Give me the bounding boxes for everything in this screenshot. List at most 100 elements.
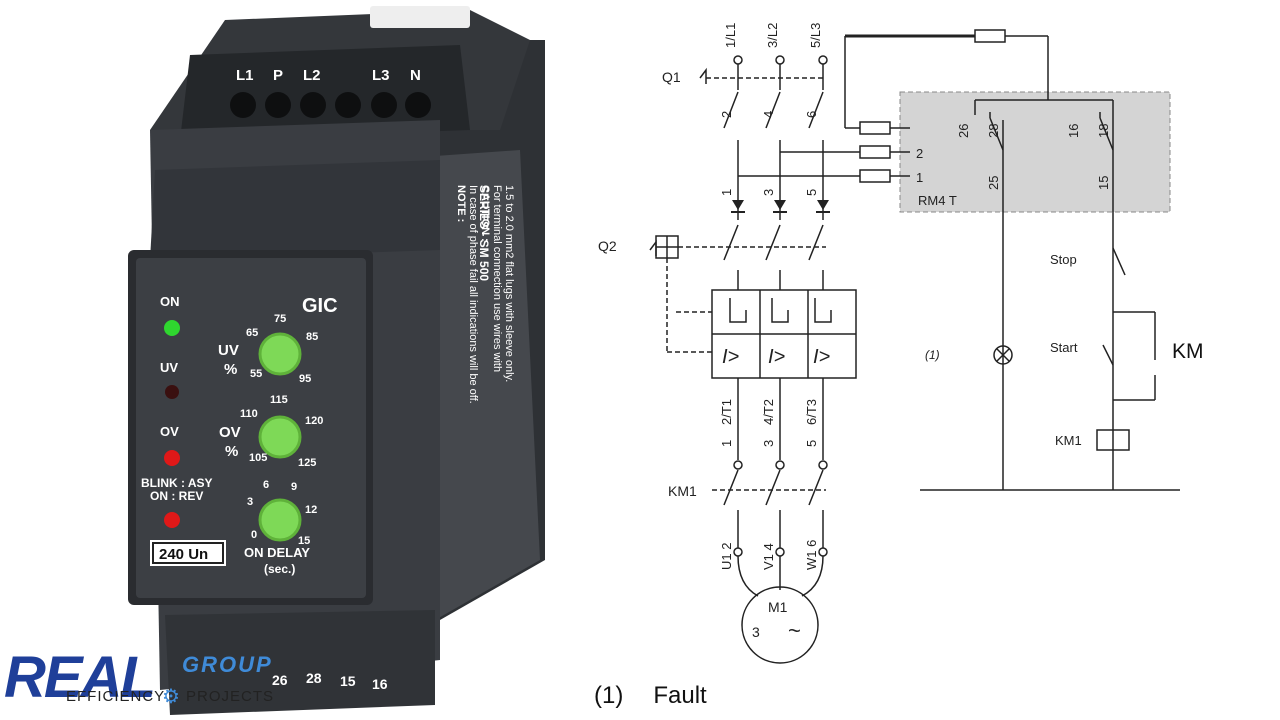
dial-mark: 55 <box>250 368 262 380</box>
footnote: (1) Fault <box>594 682 737 710</box>
logo-group: GROUP <box>182 652 273 677</box>
led-label-blink: BLINK : ASY <box>141 476 213 490</box>
stop-button-label: Stop <box>1050 252 1077 267</box>
series-label: SERIES - SM 500 <box>477 185 491 281</box>
wiring-schematic: 1/L1 3/L2 5/L3 Q1 2 4 6 1 3 5 Q2 I> I> I… <box>598 23 1180 664</box>
led-uv <box>165 385 179 399</box>
relay-contact: 28 <box>986 124 1001 138</box>
breaker-q1-label: Q1 <box>662 69 681 85</box>
dial-label: % <box>224 361 237 378</box>
dial-label: OV <box>219 424 241 441</box>
terminal-label: N <box>410 67 421 84</box>
dial-mark: 110 <box>240 408 258 420</box>
motor-terminal: U1 2 <box>719 543 734 570</box>
dial-mark: 125 <box>298 457 316 469</box>
km-label: KM <box>1172 340 1204 363</box>
delay-dial[interactable] <box>258 498 302 542</box>
ov-dial[interactable] <box>258 415 302 459</box>
real-group-logo: REAL GROUP EFFICIENCY ⚙ PROJECTS <box>4 645 304 720</box>
pin-number: 2 <box>719 111 734 118</box>
overload-symbol: I> <box>768 346 785 368</box>
terminal-label: P <box>273 67 283 84</box>
relay-input: 2 <box>916 146 923 161</box>
contactor-label: KM1 <box>668 483 697 499</box>
overload-symbol: I> <box>722 346 739 368</box>
terminal-label: 16 <box>372 676 388 692</box>
breaker-q2-label: Q2 <box>598 238 617 254</box>
dial-mark: 85 <box>306 331 318 343</box>
relay-input: 1 <box>916 170 923 185</box>
pin-number: 1 <box>719 440 734 447</box>
relay-illustration: L1 P L2 L3 N SERIES - SM 500 NOTE : In c… <box>128 6 545 715</box>
start-button-label: Start <box>1050 340 1078 355</box>
dial-mark: 0 <box>251 529 257 541</box>
relay-contact: 18 <box>1096 124 1111 138</box>
led-label-on: ON <box>160 294 180 309</box>
dial-mark: 115 <box>270 394 288 406</box>
output-terminal: 6/T3 <box>804 399 819 425</box>
pin-number: 6 <box>804 111 819 118</box>
voltage-badge: 240 Un <box>159 546 208 563</box>
terminal-label: 28 <box>306 670 322 686</box>
dial-label: ON DELAY <box>244 545 310 560</box>
terminal-label: L1 <box>236 67 254 84</box>
dial-mark: 75 <box>274 313 286 325</box>
lamp-note: (1) <box>925 348 940 362</box>
led-ov <box>164 450 180 466</box>
dial-mark: 95 <box>299 373 311 385</box>
led-label-rev: ON : REV <box>150 489 203 503</box>
output-terminal: 2/T1 <box>719 399 734 425</box>
supply-terminal: 5/L3 <box>808 23 823 48</box>
footnote-mark: (1) <box>594 682 624 709</box>
relay-contact: 15 <box>1096 176 1111 190</box>
led-label-uv: UV <box>160 360 178 375</box>
relay-contact: 16 <box>1066 124 1081 138</box>
relay-contact: 25 <box>986 176 1001 190</box>
dial-mark: 120 <box>305 415 323 427</box>
terminal-label: L2 <box>303 67 321 84</box>
motor-name: M1 <box>768 599 788 615</box>
dial-mark: 15 <box>298 535 310 547</box>
note-line: NOTE : <box>455 185 467 222</box>
supply-terminal: 3/L2 <box>765 23 780 48</box>
note-line: In case of phase fail all indications wi… <box>467 185 479 404</box>
terminal-label: L3 <box>372 67 390 84</box>
motor-ac-symbol: ~ <box>788 618 801 643</box>
note-line: CAUTION : <box>479 185 491 242</box>
footnote-text: Fault <box>653 682 707 709</box>
motor-terminal: W1 6 <box>804 540 819 570</box>
led-on <box>164 320 180 336</box>
pin-number: 5 <box>804 189 819 196</box>
dial-mark: 65 <box>246 327 258 339</box>
terminal-label: 26 <box>272 672 288 688</box>
brand-logo: GIC <box>302 295 338 317</box>
dial-label: % <box>225 443 238 460</box>
dial-mark: 9 <box>291 481 297 493</box>
uv-dial[interactable] <box>258 332 302 376</box>
overload-symbol: I> <box>813 346 830 368</box>
dial-label: UV <box>218 342 239 359</box>
dial-mark: 105 <box>249 452 267 464</box>
logo-wordmark: REAL <box>4 645 156 710</box>
relay-block <box>899 91 1171 213</box>
relay-contact: 26 <box>956 124 971 138</box>
note-line: 1.5 to 2.0 mm2 flat lugs with sleeve onl… <box>503 185 515 382</box>
dial-mark: 12 <box>305 504 317 516</box>
dial-label: (sec.) <box>264 562 295 576</box>
coil-label: KM1 <box>1055 433 1082 448</box>
pin-number: 4 <box>761 111 776 118</box>
note-line: For terminal connection use wires with <box>491 185 503 372</box>
pin-number: 5 <box>804 440 819 447</box>
supply-terminal: 1/L1 <box>723 23 738 48</box>
pin-number: 3 <box>761 189 776 196</box>
terminal-label: 15 <box>340 673 356 689</box>
dial-mark: 6 <box>263 479 269 491</box>
relay-block-name: RM4 T <box>918 193 957 208</box>
led-label-ov: OV <box>160 424 179 439</box>
pin-number: 1 <box>719 189 734 196</box>
output-terminal: 4/T2 <box>761 399 776 425</box>
motor-terminal: V1 4 <box>761 543 776 570</box>
motor-phases: 3 <box>752 624 760 640</box>
pin-number: 3 <box>761 440 776 447</box>
gear-icon: ⚙ <box>162 686 180 708</box>
